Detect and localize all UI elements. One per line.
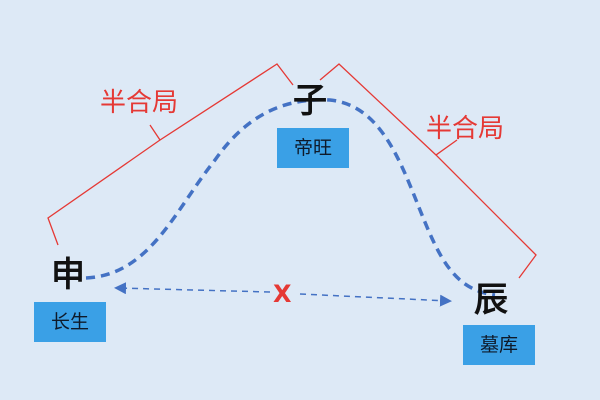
left-bracket bbox=[47, 63, 294, 246]
left-half-combo-label: 半合局 bbox=[100, 88, 179, 118]
right-half-combo-label: 半合局 bbox=[426, 114, 505, 144]
branch-zi: 子 bbox=[293, 81, 327, 121]
stage-tag-diwang: 帝旺 bbox=[277, 128, 349, 168]
branch-chen: 辰 bbox=[474, 280, 508, 320]
x-mark: X bbox=[273, 280, 292, 308]
branch-shen: 申 bbox=[51, 255, 85, 295]
stage-tag-muku: 墓库 bbox=[463, 325, 535, 365]
stage-tag-changsheng: 长生 bbox=[34, 302, 106, 342]
cycle-curve bbox=[85, 98, 496, 297]
right-bracket bbox=[319, 63, 537, 279]
no-connect-arrow bbox=[114, 282, 271, 295]
